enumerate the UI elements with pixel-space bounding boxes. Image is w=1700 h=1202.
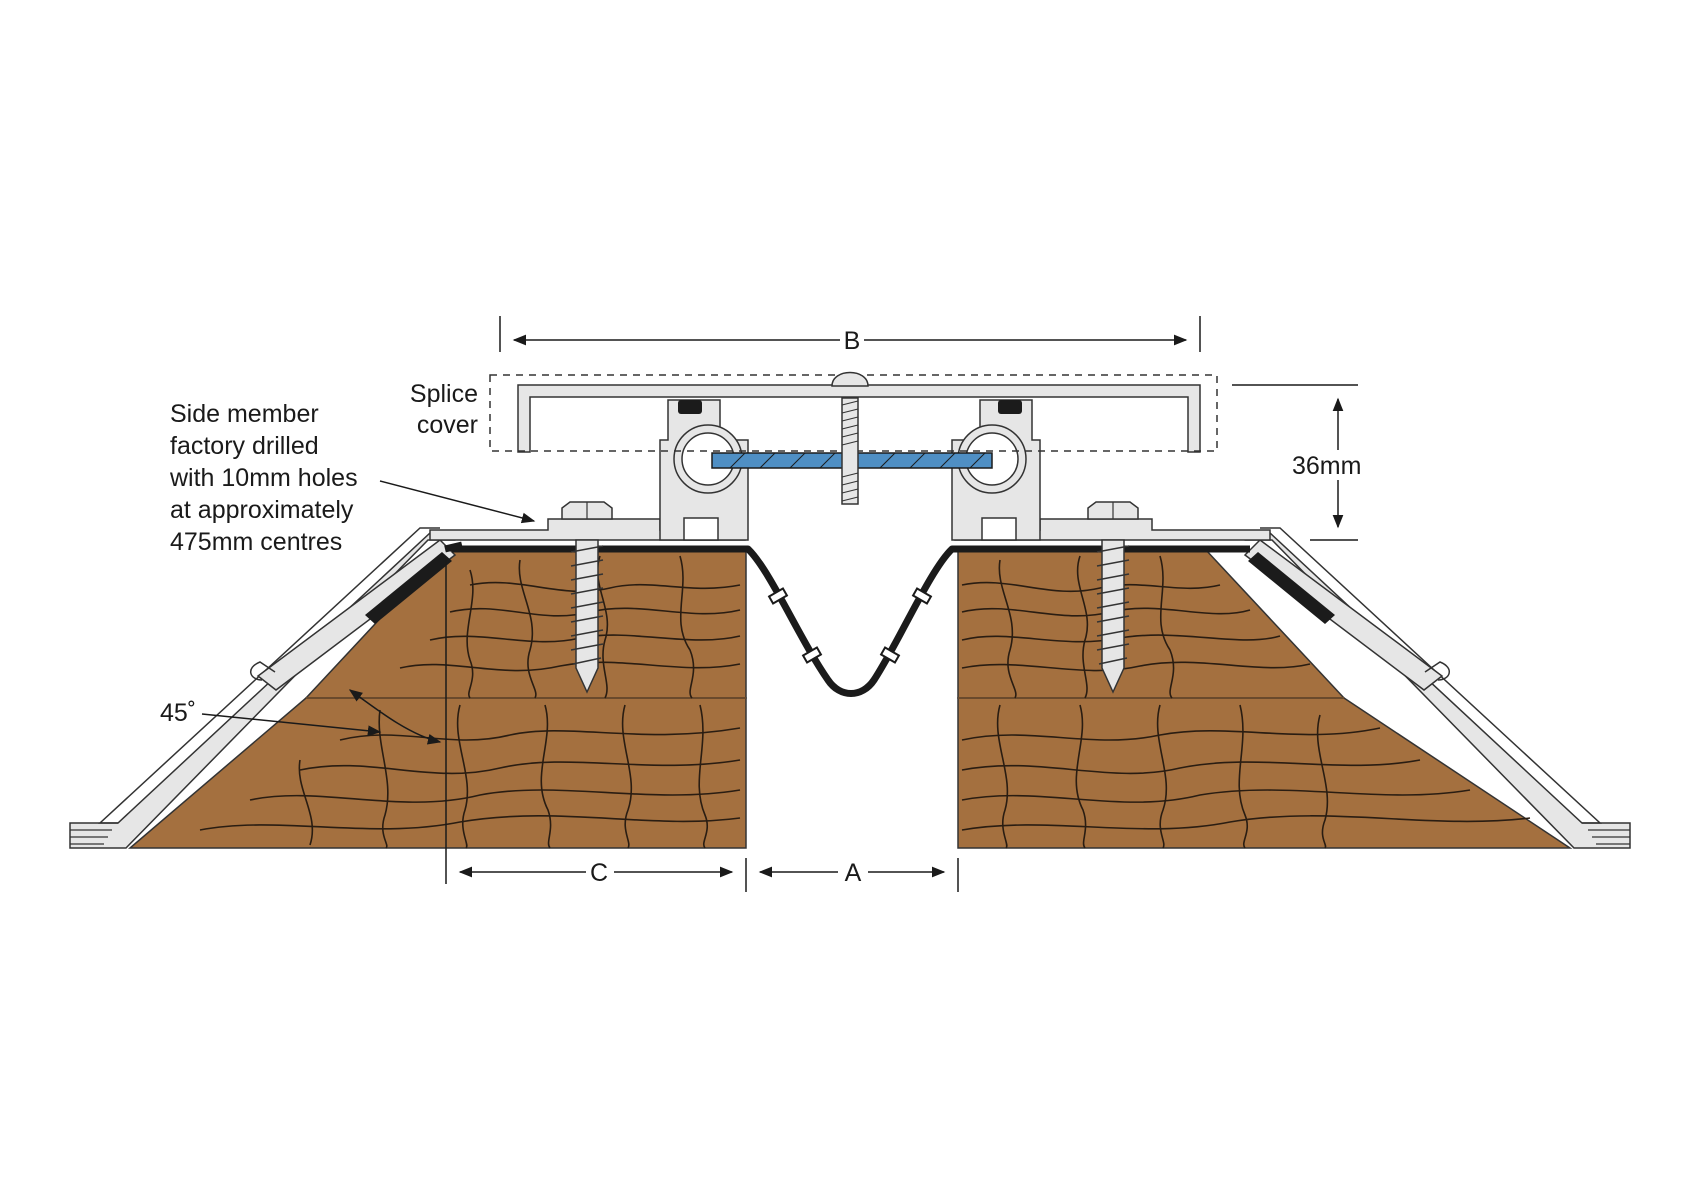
dimension-height <box>1232 384 1358 541</box>
angle-indicator <box>201 689 442 745</box>
left-gasket <box>678 400 702 414</box>
note-line-2: factory drilled <box>170 432 319 460</box>
note-line-3: with 10mm holes <box>169 464 358 492</box>
right-timber-grain <box>961 555 1531 849</box>
dimension-height-label: 36mm <box>1292 452 1361 480</box>
note-line-5: 475mm centres <box>170 528 342 556</box>
left-fixing-screw <box>561 501 613 694</box>
left-boss <box>673 424 743 494</box>
dimension-a-label: A <box>845 859 862 887</box>
dimension-c-label: C <box>590 859 608 887</box>
left-seal-strip <box>365 552 452 624</box>
side-member-note: Side member factory drilled with 10mm ho… <box>169 400 358 556</box>
splice-cover <box>517 384 1201 453</box>
splice-cover-line-1: Splice <box>410 380 478 408</box>
left-upper-rail <box>256 539 457 691</box>
dimension-c <box>445 560 734 884</box>
dimension-b-label: B <box>844 327 861 355</box>
dimension-b <box>499 316 1201 352</box>
right-upper-rail <box>1243 539 1444 691</box>
right-timber-block <box>957 548 1573 849</box>
right-gasket <box>998 400 1022 414</box>
membrane-ties <box>767 587 933 664</box>
left-timber-block <box>127 548 747 849</box>
left-timber-grain <box>199 555 741 849</box>
dimension-a <box>745 858 959 892</box>
splice-cover-line-2: cover <box>417 411 478 439</box>
right-seal-strip <box>1248 552 1335 624</box>
angle-label: 45˚ <box>160 699 196 727</box>
note-line-1: Side member <box>170 400 319 428</box>
note-line-4: at approximately <box>170 496 354 524</box>
right-angled-profile <box>1238 527 1631 849</box>
splice-bolt <box>831 371 869 505</box>
side-member-leader <box>379 480 536 524</box>
splice-cover-note: Splice cover <box>410 380 478 439</box>
right-fixing-screw <box>1087 501 1139 694</box>
